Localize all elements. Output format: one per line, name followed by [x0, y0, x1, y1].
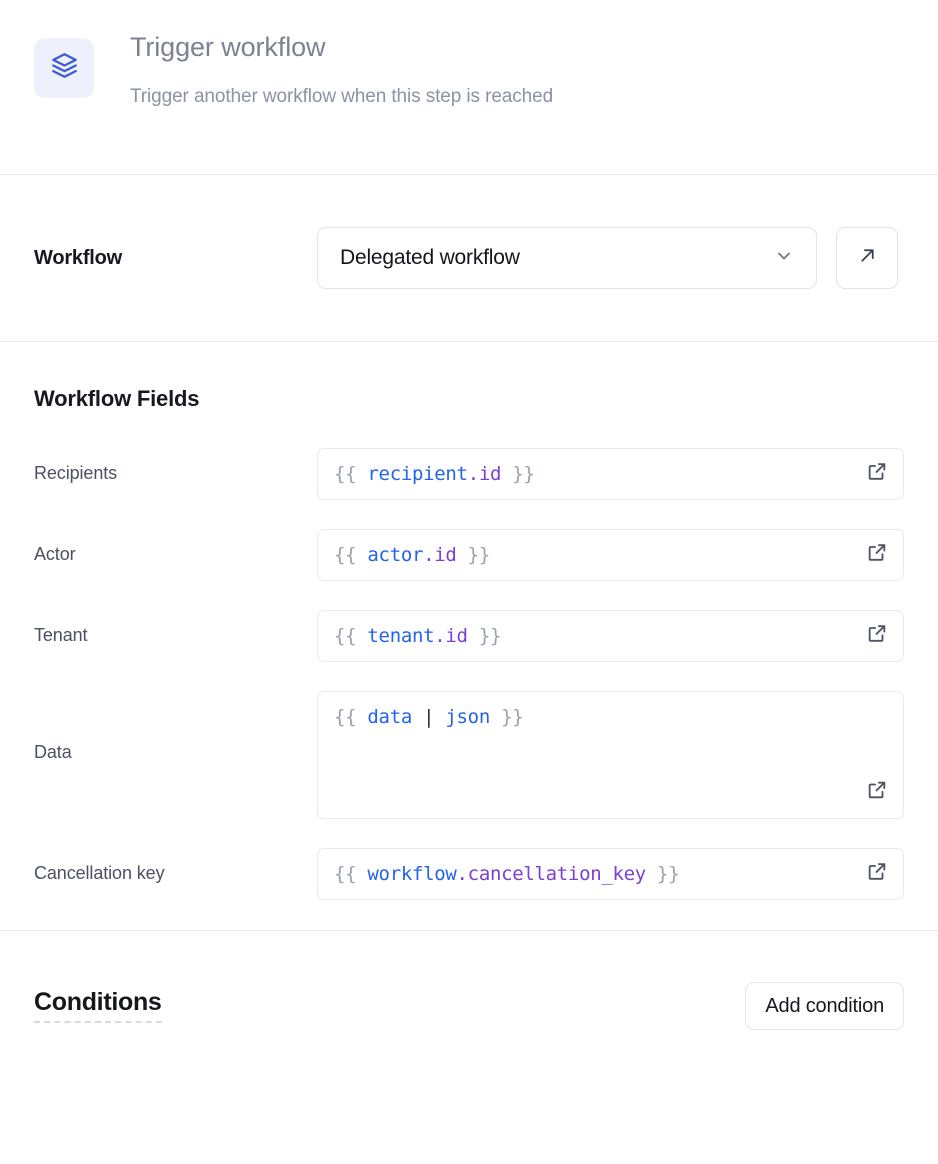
- external-link-icon[interactable]: [866, 861, 888, 888]
- workflow-select-value: Delegated workflow: [340, 246, 520, 269]
- workflow-field-value: {{ data | json }}: [334, 706, 524, 728]
- workflow-field-input[interactable]: {{ data | json }}: [317, 691, 904, 819]
- workflow-section: Workflow Delegated workflow: [0, 175, 938, 341]
- workflow-field-label: Tenant: [34, 625, 88, 645]
- external-link-icon[interactable]: [866, 779, 888, 806]
- divider-fields: [0, 930, 938, 931]
- workflow-field-value: {{ recipient.id }}: [334, 462, 535, 485]
- external-link-icon[interactable]: [866, 623, 888, 650]
- workflow-field-input[interactable]: {{ tenant.id }}: [317, 610, 904, 662]
- page-subtitle: Trigger another workflow when this step …: [130, 86, 554, 107]
- workflow-field-row: Actor {{ actor.id }}: [34, 529, 904, 581]
- add-condition-button[interactable]: Add condition: [745, 982, 904, 1030]
- workflow-field-row: Cancellation key {{ workflow.cancellation…: [34, 848, 904, 900]
- workflow-fields-list: Recipients {{ recipient.id }} Actor {{ acto…: [34, 448, 904, 900]
- open-workflow-button[interactable]: [836, 227, 898, 289]
- workflow-field-input[interactable]: {{ recipient.id }}: [317, 448, 904, 500]
- external-link-icon[interactable]: [866, 461, 888, 488]
- workflow-label: Workflow: [34, 246, 123, 269]
- workflow-field-row: Tenant {{ tenant.id }}: [34, 610, 904, 662]
- chevron-down-icon: [774, 246, 794, 271]
- workflow-field-value: {{ tenant.id }}: [334, 624, 502, 647]
- page-title: Trigger workflow: [130, 32, 326, 62]
- step-header: Trigger workflow Trigger another workflo…: [0, 0, 938, 174]
- workflow-field-label: Recipients: [34, 463, 118, 483]
- workflow-field-input[interactable]: {{ actor.id }}: [317, 529, 904, 581]
- workflow-select-group: Delegated workflow: [317, 227, 898, 289]
- workflow-fields-heading: Workflow Fields: [34, 386, 200, 411]
- conditions-title: Conditions: [34, 988, 162, 1024]
- workflow-field-input[interactable]: {{ workflow.cancellation_key }}: [317, 848, 904, 900]
- workflow-field-label: Cancellation key: [34, 863, 165, 883]
- divider-workflow: [0, 341, 938, 342]
- workflow-select[interactable]: Delegated workflow: [317, 227, 817, 289]
- workflow-field-value: {{ actor.id }}: [334, 543, 490, 566]
- workflow-field-label: Data: [34, 742, 72, 762]
- arrow-up-right-icon: [857, 245, 878, 271]
- workflow-field-row: Data {{ data | json }}: [34, 691, 904, 819]
- step-header-text: Trigger workflow Trigger another workflo…: [130, 34, 553, 108]
- external-link-icon[interactable]: [866, 542, 888, 569]
- workflow-fields-section: Workflow Fields Recipients {{ recipient.i…: [0, 342, 938, 930]
- workflow-field-label: Actor: [34, 544, 76, 564]
- workflow-field-value: {{ workflow.cancellation_key }}: [334, 862, 680, 885]
- workflow-field-row: Recipients {{ recipient.id }}: [34, 448, 904, 500]
- divider-header: [0, 174, 938, 175]
- trigger-workflow-icon-badge: [34, 38, 94, 98]
- layers-stack-icon: [51, 52, 78, 84]
- conditions-section: Conditions Add condition: [0, 931, 938, 1081]
